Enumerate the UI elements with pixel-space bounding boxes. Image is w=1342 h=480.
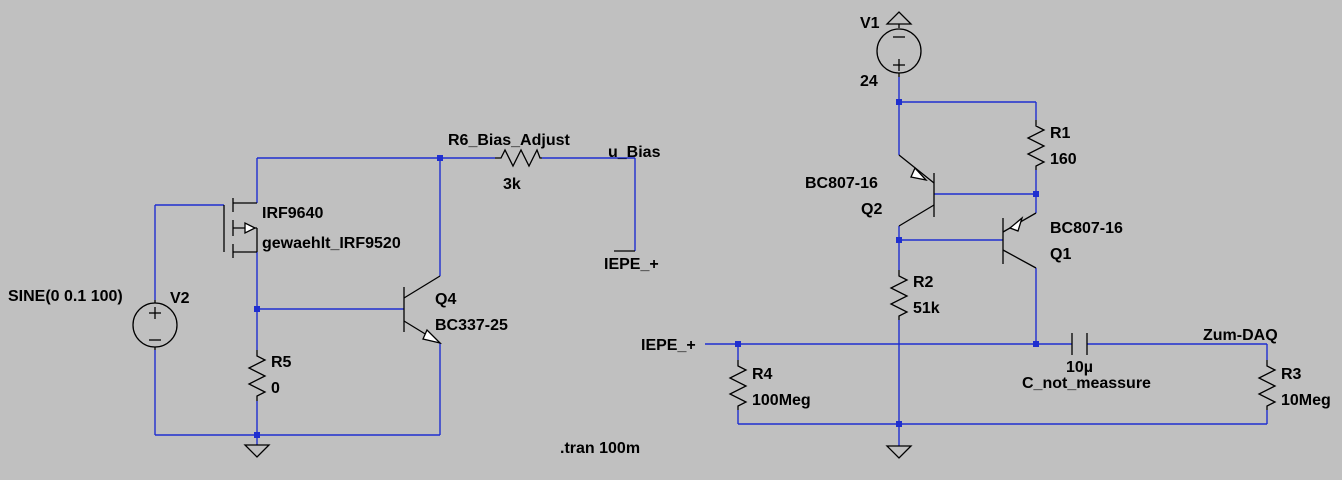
q2-model-label: BC807-16 <box>805 175 878 192</box>
r6-value-label: 3k <box>503 176 521 193</box>
q1-ref-label: Q1 <box>1050 246 1071 263</box>
net-label-iepe-plus-right: IEPE_+ <box>641 337 696 354</box>
resistor-r2[interactable] <box>889 270 909 320</box>
v2-value-label: SINE(0 0.1 100) <box>8 288 123 305</box>
net-label-u-bias: u_Bias <box>608 144 661 161</box>
r3-value-label: 10Meg <box>1281 392 1331 409</box>
v2-ref-label: V2 <box>170 290 190 307</box>
mosfet-irf9640[interactable] <box>223 198 258 258</box>
net-label-zum-daq: Zum-DAQ <box>1203 327 1278 344</box>
resistor-r6-bias-adjust[interactable] <box>495 148 542 168</box>
r1-ref-label: R1 <box>1050 125 1071 142</box>
v1-value-label: 24 <box>860 73 878 90</box>
resistor-r5[interactable] <box>247 350 267 401</box>
m1-model-label: IRF9640 <box>262 205 323 222</box>
left-circuit-wires <box>154 157 636 445</box>
v1-ref-label: V1 <box>860 15 880 32</box>
r4-ref-label: R4 <box>752 366 773 383</box>
resistor-r4[interactable] <box>728 360 748 410</box>
r6-ref-label: R6_Bias_Adjust <box>448 132 570 149</box>
r2-value-label: 51k <box>913 300 940 317</box>
resistor-r3[interactable] <box>1257 360 1277 410</box>
r3-ref-label: R3 <box>1281 366 1302 383</box>
c1-value-label: 10µ <box>1066 359 1093 376</box>
r2-ref-label: R2 <box>913 274 934 291</box>
transistor-q1[interactable] <box>1002 212 1037 269</box>
junction-dots <box>254 99 1039 438</box>
c1-ref-label: C_not_meassure <box>1022 375 1151 392</box>
q1-model-label: BC807-16 <box>1050 220 1123 237</box>
r4-value-label: 100Meg <box>752 392 811 409</box>
ground-symbol-right <box>885 445 913 459</box>
transistor-q2[interactable] <box>898 154 935 227</box>
voltage-source-v1[interactable] <box>876 11 922 77</box>
r1-value-label: 160 <box>1050 151 1077 168</box>
voltage-source-v2[interactable] <box>132 300 178 350</box>
q4-model-label: BC337-25 <box>435 317 508 334</box>
transistor-q4[interactable] <box>403 275 443 345</box>
resistor-r1[interactable] <box>1026 120 1046 170</box>
ground-symbol-left <box>243 444 271 458</box>
q4-ref-label: Q4 <box>435 291 456 308</box>
spice-directive[interactable]: .tran 100m <box>560 440 640 457</box>
r5-value-label: 0 <box>271 380 280 397</box>
m1-note-label: gewaehlt_IRF9520 <box>262 235 401 252</box>
r5-ref-label: R5 <box>271 354 292 371</box>
capacitor-c-not-meassure[interactable] <box>1071 333 1088 355</box>
net-label-iepe-plus-left: IEPE_+ <box>604 256 659 273</box>
q2-ref-label: Q2 <box>861 201 882 218</box>
